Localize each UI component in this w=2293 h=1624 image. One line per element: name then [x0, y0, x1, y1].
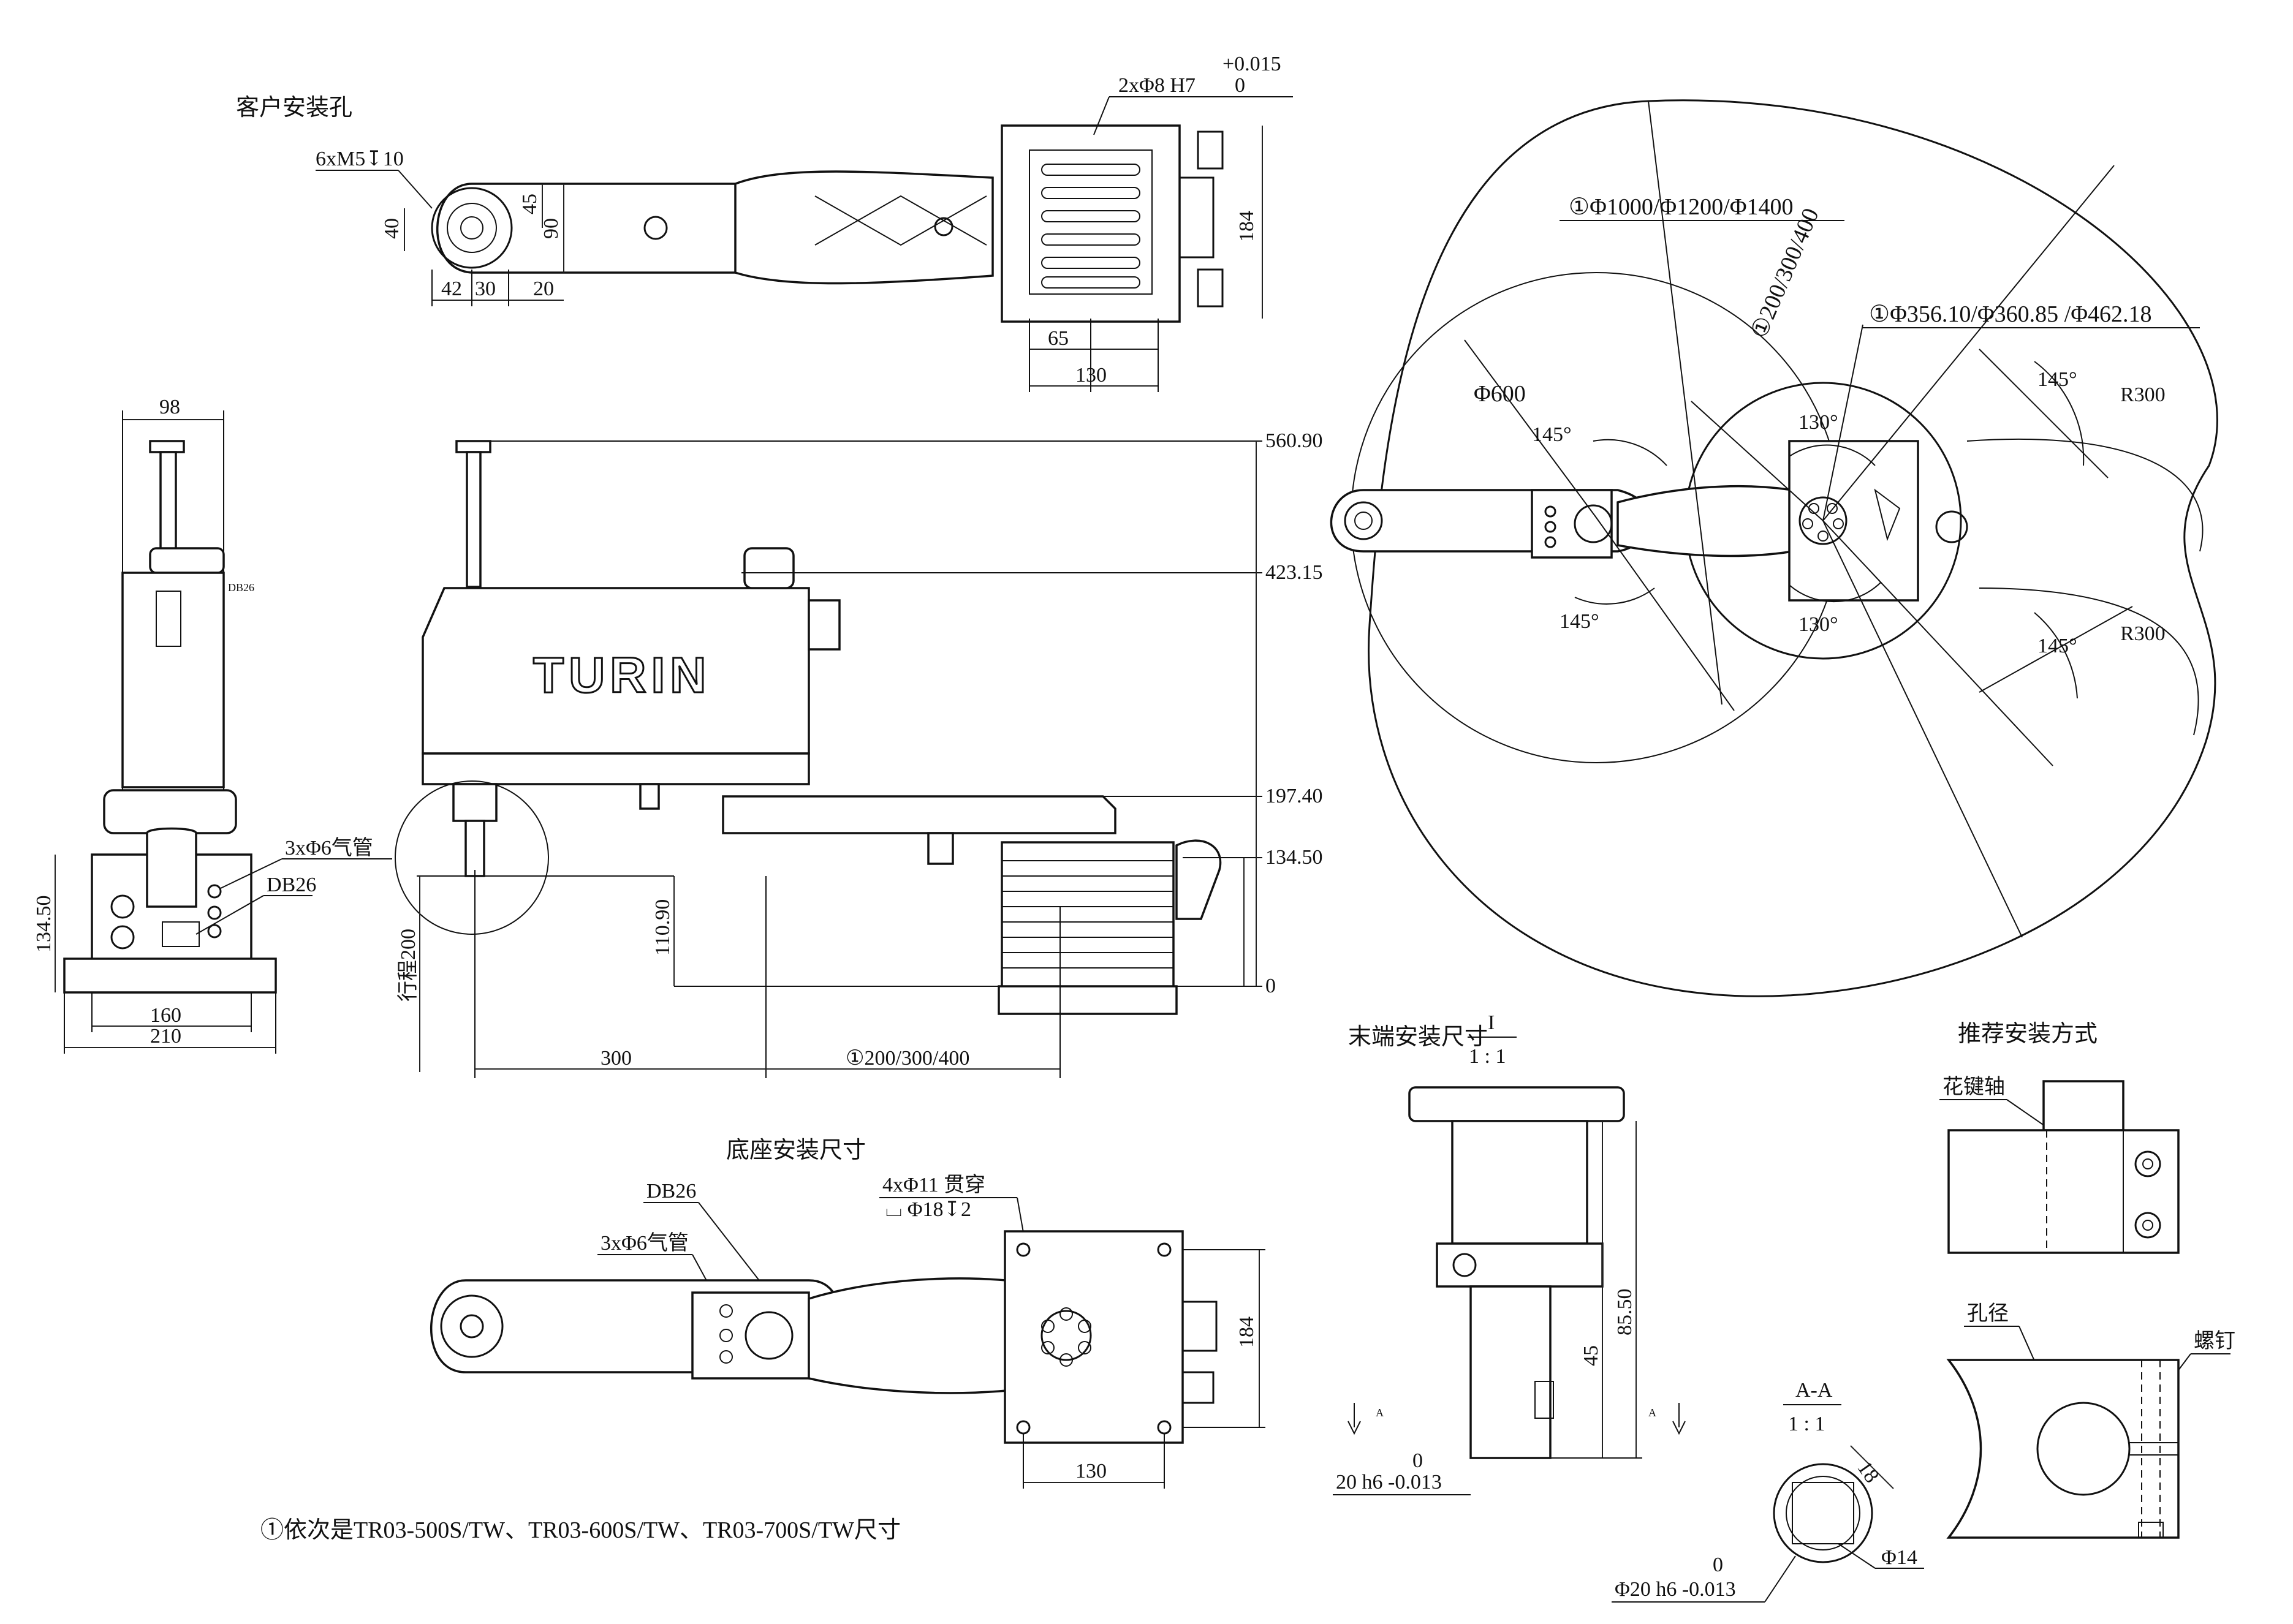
ws-r300-a: R300 [2120, 383, 2166, 406]
db26-small-label: DB26 [228, 581, 254, 594]
dim-210: 210 [150, 1025, 181, 1048]
end-mount-title: 末端安装尺寸 [1348, 1024, 1488, 1050]
ws-145-b: 145° [1560, 610, 1599, 633]
ws-diam-inner: ①Φ356.10/Φ360.85 /Φ462.18 [1869, 301, 2152, 327]
section-dim-14: Φ14 [1881, 1546, 1917, 1569]
side-housing [121, 572, 225, 788]
side-view: 98 DB26 3xΦ6气管 DB26 134.50 160 210 [32, 396, 392, 1054]
spline-label: 花键轴 [1942, 1075, 2005, 1098]
dim-reach: ①200/300/400 [846, 1047, 969, 1070]
footnote: ①依次是TR03-500S/TW、TR03-600S/TW、TR03-700S/… [260, 1517, 901, 1543]
dim-110: 110.90 [651, 899, 674, 956]
workspace-base-box [1788, 440, 1919, 602]
section-shaft-fit: Φ20 h6 -0.013 [1615, 1578, 1736, 1601]
dim-134-side: 134.50 [32, 896, 55, 953]
base-db26-label: DB26 [646, 1180, 696, 1203]
section-aa-scale: 1 : 1 [1788, 1413, 1825, 1435]
section-a-left: A [1376, 1407, 1384, 1419]
top-arm-view: 客户安装孔 6xM5↧10 2xΦ8 H7 +0.015 0 184 65 13… [236, 53, 1293, 392]
screw-label: 螺钉 [2194, 1329, 2235, 1353]
dim-0: 0 [1265, 975, 1276, 997]
end-shaft-fit: 20 h6 -0.013 [1336, 1471, 1442, 1494]
ws-130-a: 130° [1798, 411, 1838, 434]
pin-spec-label: 2xΦ8 H7 [1118, 74, 1196, 97]
arm-front [722, 795, 1116, 834]
center-hole [643, 216, 668, 240]
base-dim-184: 184 [1235, 1316, 1258, 1348]
end-scale: 1 : 1 [1469, 1045, 1506, 1068]
stroke-label: 行程200 [396, 929, 420, 1002]
customer-holes-title: 客户安装孔 [236, 95, 352, 121]
ws-145-a: 145° [1532, 423, 1572, 446]
end-mount-view: 末端安装尺寸 I 1 : 1 85.50 45 0 20 h6 -0.013 A… [1333, 1011, 1686, 1495]
clamp-side [1947, 1129, 2180, 1254]
ws-arm-len: ①200/300/400 [1746, 205, 1824, 342]
ws-d600: Φ600 [1474, 381, 1526, 407]
end-shaft [1469, 1285, 1552, 1459]
front-view: TURIN 560.90 423.15 197.40 134.50 0 110.… [395, 429, 1323, 1078]
hole-spec-label: 6xM5↧10 [316, 148, 404, 170]
dim-134-front: 134.50 [1265, 846, 1323, 869]
dim-130-top: 130 [1075, 364, 1107, 387]
dim-20: 20 [533, 278, 554, 300]
ws-r300-b: R300 [2120, 622, 2166, 645]
detail-circle-i [395, 780, 549, 935]
detail-label-i: I [1488, 1011, 1495, 1034]
clamp-front [1946, 1359, 2180, 1539]
motor-box [1001, 124, 1181, 323]
base-mount-title: 底座安装尺寸 [726, 1138, 866, 1163]
recommended-title: 推荐安装方式 [1958, 1021, 2098, 1047]
flange-circle [431, 187, 513, 269]
dim-65: 65 [1048, 327, 1069, 350]
section-aa-view: A-A 1 : 1 18 Φ14 0 Φ20 h6 -0.013 [1612, 1379, 1924, 1603]
base-box [1004, 1230, 1184, 1444]
dim-300: 300 [601, 1047, 632, 1070]
base-mount-view: 底座安装尺寸 4xΦ11 贯穿 ⌴ Φ18↧2 DB26 3xΦ6气管 184 … [430, 1138, 1265, 1489]
pin-tol-lower: 0 [1235, 74, 1245, 97]
bore-label: 孔径 [1967, 1302, 2009, 1325]
section-dim-18: 18 [1852, 1457, 1883, 1487]
base-cbore-spec: ⌴ Φ18↧2 [885, 1198, 971, 1221]
dim-197: 197.40 [1265, 785, 1323, 807]
dim-42: 42 [441, 278, 462, 300]
dim-184-top: 184 [1235, 211, 1258, 242]
section-tol-0: 0 [1713, 1554, 1723, 1576]
motor-front [1001, 841, 1175, 991]
ws-130-b: 130° [1798, 613, 1838, 636]
end-dim-45: 45 [1580, 1345, 1602, 1366]
end-tol-0: 0 [1412, 1449, 1423, 1472]
ws-145-c: 145° [2037, 368, 2077, 391]
workspace-view: ①Φ1000/Φ1200/Φ1400 ①200/300/400 ①Φ356.10… [1330, 99, 2218, 997]
ws-145-d: 145° [2037, 635, 2077, 657]
dim-90-top: 90 [540, 218, 563, 239]
base-hole-spec: 4xΦ11 贯穿 [882, 1173, 985, 1196]
tube-spec-side: 3xΦ6气管 [285, 836, 373, 859]
end-dim-85: 85.50 [1613, 1289, 1636, 1336]
dim-45-top: 45 [518, 194, 541, 214]
recommended-view: 推荐安装方式 花键轴 孔径 螺钉 [1939, 1021, 2235, 1539]
end-flange [1451, 1120, 1588, 1245]
ws-diam-outer: ①Φ1000/Φ1200/Φ1400 [1569, 194, 1794, 220]
db26-side-label: DB26 [267, 874, 316, 896]
dim-30: 30 [475, 278, 496, 300]
dim-40-top: 40 [381, 218, 403, 239]
workspace-envelope [1368, 99, 2218, 997]
dim-98: 98 [159, 396, 180, 418]
dim-560: 560.90 [1265, 429, 1323, 452]
base-tube-label: 3xΦ6气管 [601, 1231, 689, 1255]
brand-logo: TURIN [533, 648, 711, 703]
section-aa-title: A-A [1795, 1379, 1833, 1402]
base-dim-130: 130 [1075, 1460, 1107, 1482]
dim-423: 423.15 [1265, 561, 1323, 584]
dim-160: 160 [150, 1004, 181, 1027]
workspace-elbow [1531, 489, 1613, 559]
section-shaft-circle [1773, 1463, 1873, 1563]
pin-tol-upper: +0.015 [1222, 53, 1281, 75]
section-a-right: A [1648, 1407, 1656, 1419]
